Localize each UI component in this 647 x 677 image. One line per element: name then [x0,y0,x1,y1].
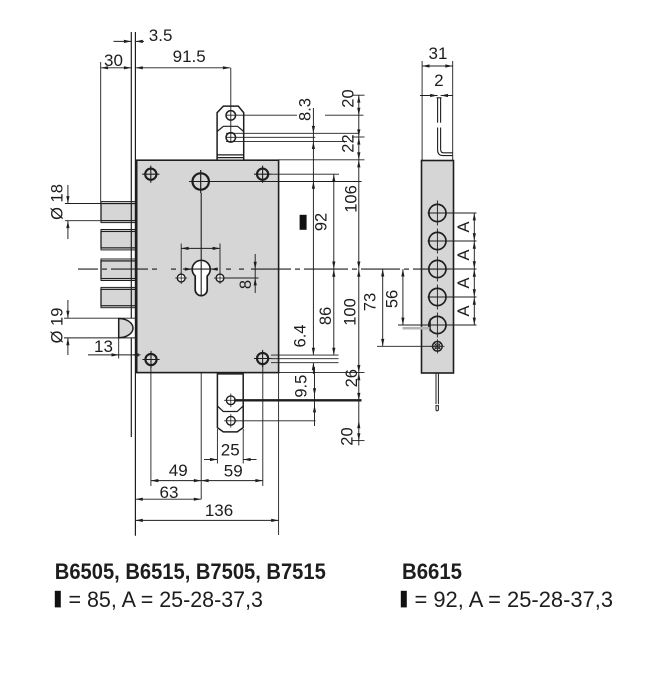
svg-text:13: 13 [94,337,113,356]
svg-text:A: A [455,221,473,232]
svg-text:= 92, A = 25-28-37,3: = 92, A = 25-28-37,3 [415,587,614,612]
svg-text:63: 63 [160,483,179,502]
svg-text:= 85, A = 25-28-37,3: = 85, A = 25-28-37,3 [69,587,264,612]
svg-text:100: 100 [341,298,359,326]
svg-text:20: 20 [338,427,356,445]
svg-text:A: A [455,249,473,260]
svg-text:91.5: 91.5 [173,47,206,66]
svg-text:3.5: 3.5 [149,26,173,45]
svg-text:86: 86 [317,307,335,325]
svg-text:8.3: 8.3 [296,98,314,121]
svg-text:8: 8 [237,280,255,289]
svg-text:26: 26 [343,369,361,387]
svg-text:Ø 19: Ø 19 [48,308,66,344]
svg-text:56: 56 [384,290,402,308]
svg-text:B6505, B6515, B7505, B7515: B6505, B6515, B7505, B7515 [55,559,326,584]
svg-text:31: 31 [429,44,448,63]
svg-text:A: A [455,277,473,288]
svg-text:B6615: B6615 [402,559,462,584]
svg-text:20: 20 [339,89,357,107]
svg-text:92: 92 [313,213,331,231]
svg-text:106: 106 [342,185,360,213]
svg-text:A: A [455,305,473,316]
svg-text:25: 25 [221,440,240,459]
svg-text:6.4: 6.4 [292,325,310,348]
svg-text:73: 73 [361,293,379,311]
svg-text:2: 2 [434,71,443,90]
svg-text:22: 22 [339,134,357,152]
svg-text:30: 30 [104,51,123,70]
svg-text:59: 59 [224,462,243,481]
svg-text:136: 136 [205,501,233,520]
svg-text:9.5: 9.5 [293,375,311,398]
svg-text:49: 49 [169,461,188,480]
svg-text:Ø 18: Ø 18 [48,184,66,220]
